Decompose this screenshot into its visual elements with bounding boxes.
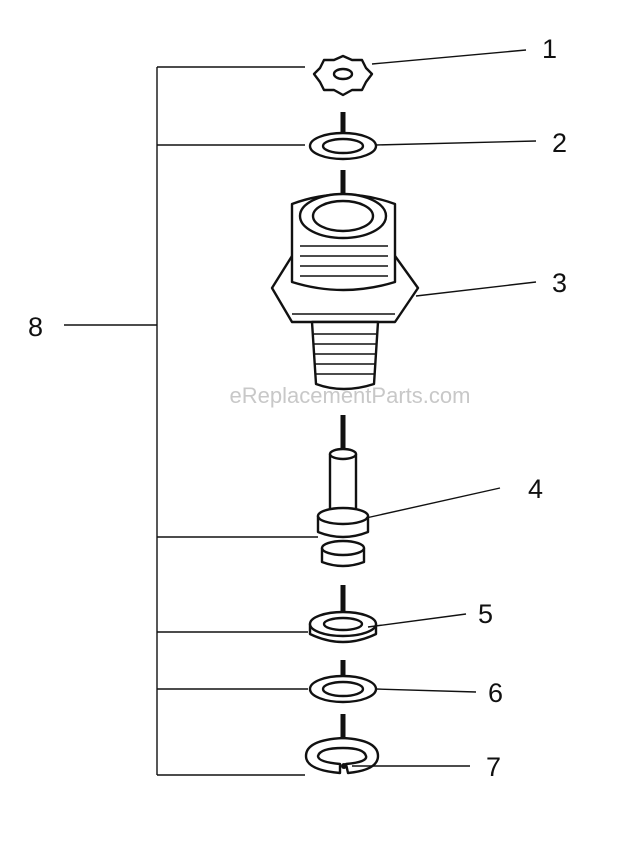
part-1-star-knob bbox=[312, 54, 374, 97]
callout-5: 5 bbox=[478, 599, 493, 629]
part-6-washer bbox=[308, 674, 378, 704]
leader-lines bbox=[352, 49, 537, 767]
part-7-lock-washer bbox=[304, 736, 380, 775]
part-4-valve-stem bbox=[316, 447, 370, 568]
callout-3: 3 bbox=[552, 268, 567, 298]
callout-1: 1 bbox=[542, 34, 557, 64]
callout-7: 7 bbox=[486, 752, 501, 782]
callout-2: 2 bbox=[552, 128, 567, 158]
callout-6: 6 bbox=[488, 678, 503, 708]
part-5-seal bbox=[308, 610, 378, 644]
callout-8: 8 bbox=[28, 312, 43, 342]
assembly-bracket bbox=[64, 66, 318, 776]
callout-4: 4 bbox=[528, 474, 543, 504]
part-2-washer bbox=[308, 131, 378, 161]
part-3-fitting bbox=[270, 192, 420, 391]
callout-labels: 1 2 3 4 5 6 7 8 bbox=[28, 34, 567, 782]
